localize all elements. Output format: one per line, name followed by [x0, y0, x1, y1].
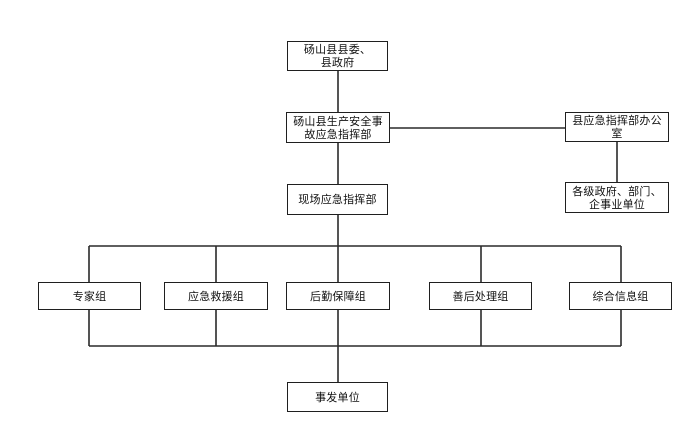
node-onsite-command: 现场应急指挥部 [287, 184, 388, 215]
node-safety-command: 砀山县生产安全事 故应急指挥部 [286, 112, 390, 143]
node-info-group: 综合信息组 [569, 282, 672, 310]
node-aftermath-group: 善后处理组 [429, 282, 532, 310]
node-logistics-group: 后勤保障组 [286, 282, 390, 310]
node-emergency-office: 县应急指挥部办公 室 [565, 112, 669, 142]
node-rescue-group: 应急救援组 [164, 282, 268, 310]
node-gov-units: 各级政府、部门、 企事业单位 [565, 182, 669, 213]
node-county-committee: 砀山县县委、 县政府 [287, 41, 388, 71]
node-expert-group: 专家组 [38, 282, 141, 310]
node-incident-unit: 事发单位 [287, 382, 388, 412]
